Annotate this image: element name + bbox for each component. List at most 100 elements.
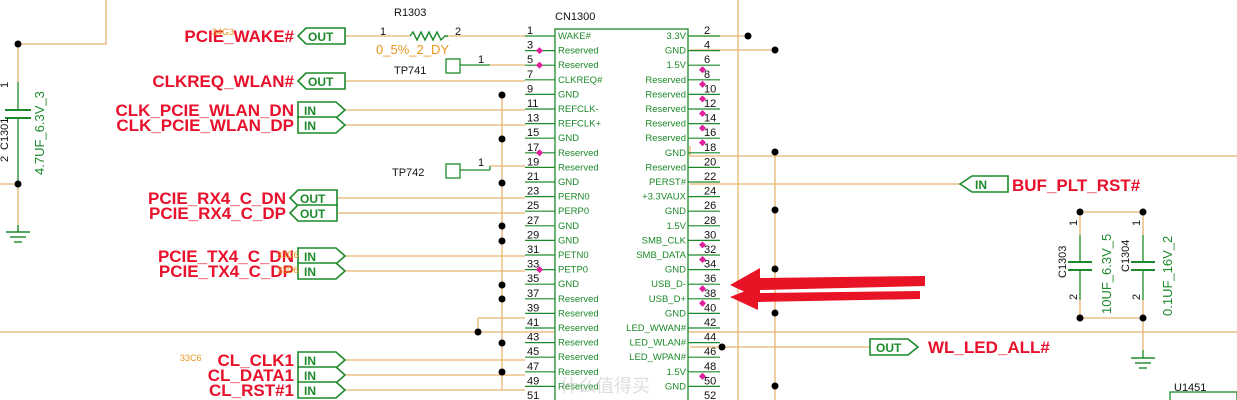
pin-number-left: 35: [527, 273, 539, 285]
pin-name-right: GND: [665, 46, 686, 57]
c1304-value: 0.1UF_16V_2: [1160, 236, 1175, 316]
net-flag-buf-plt-rst: IN BUF_PLT_RST#: [958, 175, 1141, 195]
connector-ref: CN1300: [555, 11, 595, 23]
net-flag-dir: OUT: [300, 192, 326, 206]
pin-name-right: SMB_CLK: [642, 235, 687, 246]
pin-number-right: 6: [704, 54, 710, 66]
pin-number-left: 1: [527, 25, 533, 37]
nc-marker: [698, 241, 707, 249]
net-flag-shape: [297, 262, 347, 280]
nc-marker: [698, 124, 707, 132]
pin-name-left: Reserved: [558, 148, 599, 159]
pin-number-right: 28: [704, 215, 716, 227]
r1303-value: 0_5%_2_DY: [376, 42, 449, 57]
net-label: PCIE_WAKE#: [184, 27, 294, 46]
net-flag-shape: [297, 351, 347, 369]
pin-name-left: PERN0: [558, 192, 590, 203]
annotation-arrows: [730, 268, 925, 310]
pin-name-left: Reserved: [558, 381, 599, 392]
pin-number-right: 18: [704, 142, 716, 154]
pin-name-right: SMB_DATA: [636, 250, 686, 261]
pin-number-left: 31: [527, 244, 539, 256]
net-flag-dir: OUT: [308, 75, 334, 89]
pin-name-left: REFCLK+: [558, 119, 601, 130]
net-flag-dir: IN: [304, 265, 316, 279]
pin-number-left: 39: [527, 302, 539, 314]
pin-name-left: Reserved: [558, 60, 599, 71]
net-label: PCIE_RX4_C_DP: [149, 204, 286, 223]
u1451-ref: U1451: [1174, 382, 1206, 394]
pin-name-left: REFCLK-: [558, 104, 599, 115]
pin-number-right: 44: [704, 332, 716, 344]
pin-number-right: 42: [704, 317, 716, 329]
cl-ref-label: 33C6: [180, 353, 202, 363]
nc-marker: [698, 80, 707, 88]
junction-dots: [474, 32, 779, 390]
pin-number-right: 2: [704, 25, 710, 37]
pin-name-right: 3.3V: [666, 31, 686, 42]
capacitor-c1304: 1 2 C1304 0.1UF_16V_2: [1120, 208, 1175, 322]
pin-name-left: PERP0: [558, 206, 589, 217]
pin-name-left: PETP0: [558, 265, 588, 276]
nc-marker: [698, 66, 707, 74]
net-flag-shape: [297, 116, 347, 134]
net-flag-shape: [297, 366, 347, 384]
buf-plt-rst-dir: IN: [975, 178, 987, 192]
pin-number-left: 25: [527, 200, 539, 212]
pin-number-right: 20: [704, 156, 716, 168]
ground-symbol-left: [6, 225, 30, 243]
testpoint-tp741: TP741 1: [394, 54, 490, 77]
pin-number-right: 12: [704, 98, 716, 110]
buf-plt-rst-label: BUF_PLT_RST#: [1012, 176, 1141, 195]
c1303-pin1: 1: [1068, 220, 1080, 226]
pin-name-left: Reserved: [558, 323, 599, 334]
tx-dn-ref-label: 33D6: [277, 250, 299, 260]
pin-name-left: Reserved: [558, 352, 599, 363]
pin-name-right: 1.5V: [666, 60, 686, 71]
pin-number-left: 13: [527, 113, 539, 125]
pin-name-left: Reserved: [558, 338, 599, 349]
pin-name-right: +3.3VAUX: [642, 192, 687, 203]
pin-name-left: GND: [558, 89, 579, 100]
pin-number-left: 43: [527, 332, 539, 344]
pin-name-right: 1.5V: [666, 221, 686, 232]
net-label: CL_CLK1: [217, 351, 294, 370]
pin-number-right: 4: [704, 40, 710, 52]
pin-number-left: 47: [527, 361, 539, 373]
pin-name-left: Reserved: [558, 294, 599, 305]
pin-name-left: CLKREQ#: [558, 75, 603, 86]
c1304-pin1: 1: [1131, 220, 1143, 226]
net-flag-left: OUT PCIE_WAKE#: [184, 27, 346, 46]
pin-number-right: 22: [704, 171, 716, 183]
net-flag-shape: [297, 381, 347, 399]
pin-number-right: 34: [704, 259, 716, 271]
pin-number-left: 7: [527, 69, 533, 81]
net-flag-dir: OUT: [308, 30, 334, 44]
c1303-value: 10UF_6.3V_5: [1099, 234, 1114, 314]
wake-ref-label: 34G3: [212, 27, 234, 37]
pin-number-left: 45: [527, 346, 539, 358]
pin-number-right: 26: [704, 200, 716, 212]
net-label: PCIE_TX4_C_DN: [158, 247, 294, 266]
left-net-flags: OUTPCIE_WAKE#OUTCLKREQ_WLAN#INCLK_PCIE_W…: [115, 27, 347, 400]
net-flag-shape: [288, 189, 338, 207]
c1301-pin1: 1: [0, 82, 11, 88]
net-label: CLK_PCIE_WLAN_DP: [116, 116, 294, 135]
pin-number-right: 48: [704, 361, 716, 373]
net-flag-shape: [297, 101, 347, 119]
c1304-pin2: 2: [1131, 294, 1143, 300]
net-flag-shape: [288, 204, 338, 222]
tp742-pin: 1: [478, 157, 484, 169]
c1301-value: 4.7UF_6.3V_3: [32, 91, 47, 175]
pin-number-left: 21: [527, 171, 539, 183]
r1303-pin1: 1: [380, 26, 386, 38]
nc-marker: [535, 266, 544, 274]
pin-name-left: PETN0: [558, 250, 589, 261]
pin-number-left: 23: [527, 186, 539, 198]
